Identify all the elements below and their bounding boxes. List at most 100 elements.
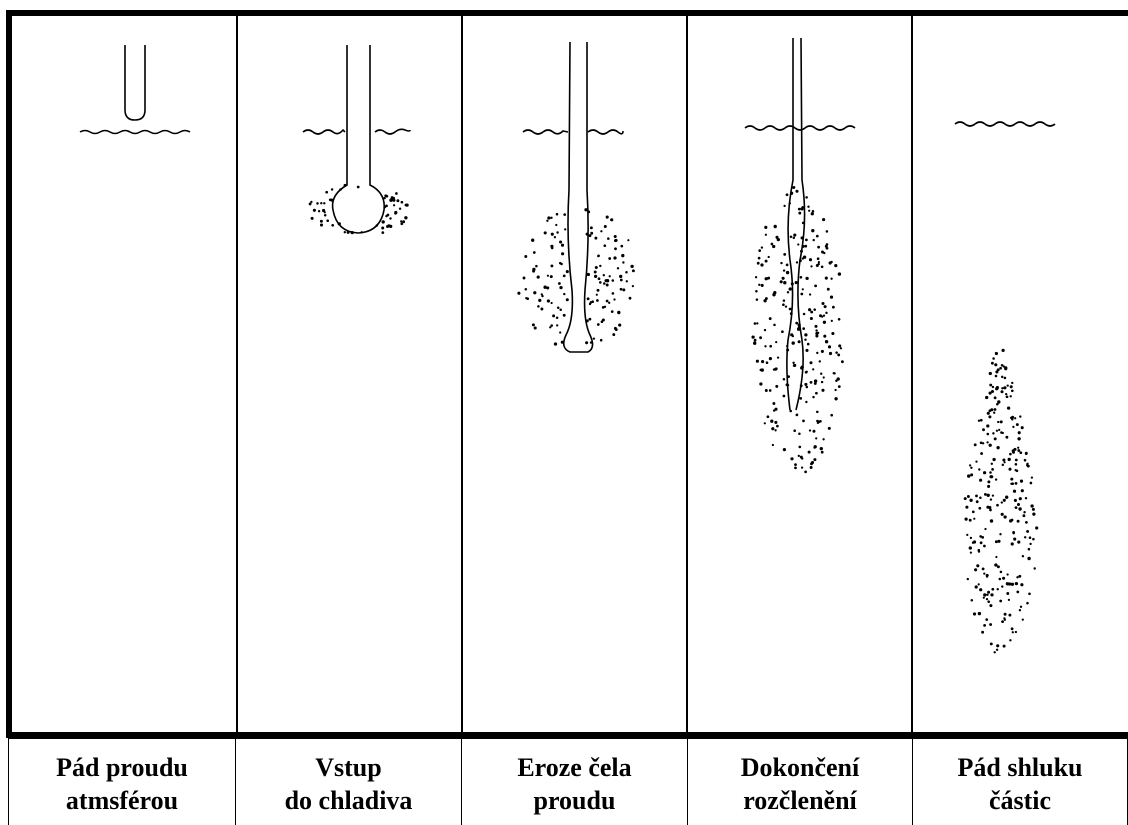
particle	[802, 257, 804, 259]
particle	[795, 322, 798, 325]
particle	[590, 226, 593, 229]
particle	[1010, 483, 1012, 485]
particle	[996, 430, 998, 432]
particle	[523, 277, 526, 280]
particle	[978, 612, 981, 615]
particle	[807, 206, 809, 208]
particle	[347, 231, 350, 234]
particle	[1022, 514, 1025, 517]
particle	[537, 276, 540, 279]
particle	[1030, 504, 1033, 507]
particle	[1017, 437, 1020, 440]
particle	[994, 363, 997, 366]
particle	[615, 328, 618, 331]
particle	[1016, 576, 1018, 578]
particle	[772, 293, 775, 296]
particle	[1015, 506, 1018, 509]
particle	[1002, 458, 1005, 461]
particle	[965, 518, 968, 521]
particle	[819, 314, 822, 317]
particle	[564, 228, 566, 230]
particle	[817, 332, 819, 334]
particle	[821, 381, 823, 383]
particle	[813, 239, 815, 241]
particle	[541, 295, 543, 297]
particle	[825, 277, 828, 280]
particle	[820, 373, 822, 375]
particle	[1033, 567, 1035, 569]
particle	[613, 298, 615, 300]
particle	[756, 322, 758, 324]
caption-stage-4-line-1: Dokončení	[741, 751, 859, 784]
particle	[805, 196, 808, 199]
particle	[988, 506, 991, 509]
particle	[1012, 426, 1014, 428]
particle	[822, 218, 825, 221]
particle	[617, 311, 620, 314]
particle	[987, 600, 990, 603]
particle	[823, 335, 826, 338]
particle	[1023, 511, 1025, 513]
particle	[620, 279, 623, 282]
particle	[967, 578, 969, 580]
particle	[768, 256, 770, 258]
particle	[1018, 575, 1021, 578]
particle	[1007, 406, 1010, 409]
particle	[972, 511, 975, 514]
particle	[978, 419, 980, 421]
particle	[810, 466, 813, 469]
panel-2-jet	[333, 45, 385, 233]
panel-3-surface-left	[523, 130, 568, 134]
particle	[361, 231, 363, 233]
particle	[777, 238, 780, 241]
panel-2-particle-cloud	[309, 184, 409, 234]
particle	[795, 281, 798, 284]
particle	[759, 382, 762, 385]
caption-stage-1-line-1: Pád proudu	[56, 751, 188, 784]
particle	[1032, 538, 1035, 541]
particle	[1005, 496, 1008, 499]
particle	[1022, 618, 1024, 620]
particle	[821, 251, 824, 254]
particle	[555, 224, 557, 226]
particle	[1028, 592, 1031, 595]
particle	[1021, 489, 1024, 492]
particle	[556, 324, 558, 326]
particle	[537, 305, 540, 308]
particle	[833, 372, 835, 374]
particle	[840, 347, 842, 349]
particle	[310, 201, 312, 203]
particle	[765, 234, 767, 236]
particle	[1015, 459, 1018, 462]
particle	[550, 275, 553, 278]
particle	[810, 311, 813, 314]
caption-row: Pád proudu atmsférou Vstup do chladiva E…	[8, 738, 1128, 825]
particle	[796, 414, 799, 417]
particle	[758, 249, 761, 252]
particle	[563, 213, 566, 216]
particle	[600, 339, 603, 342]
particle	[1014, 417, 1016, 419]
particle	[808, 451, 811, 454]
particle	[986, 594, 988, 596]
particle	[793, 364, 796, 367]
particle	[832, 306, 835, 309]
particle	[761, 284, 764, 287]
particle	[344, 231, 346, 233]
particle	[344, 184, 347, 187]
particle	[825, 312, 827, 314]
particle	[783, 395, 786, 398]
particle	[610, 218, 613, 221]
particle	[985, 618, 988, 621]
particle	[566, 270, 569, 273]
particle	[1026, 530, 1029, 533]
particle	[974, 568, 977, 571]
particle	[979, 588, 982, 591]
particle	[813, 308, 816, 311]
particle	[797, 243, 799, 245]
particle	[986, 441, 988, 443]
particle	[320, 202, 322, 204]
particle	[603, 282, 606, 285]
particle	[1024, 459, 1027, 462]
particle	[805, 371, 808, 374]
